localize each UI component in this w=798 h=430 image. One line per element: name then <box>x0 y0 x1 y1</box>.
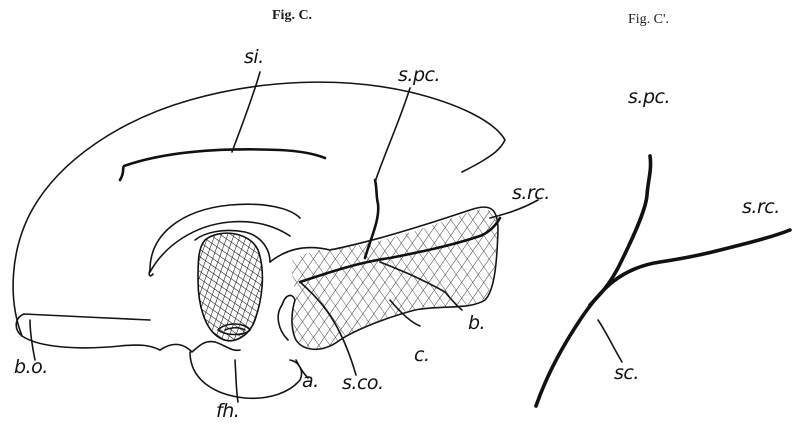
label-bo: b.o. <box>14 356 48 378</box>
superior-sulcus <box>120 149 325 180</box>
label-fh: fh. <box>216 400 239 422</box>
label-sc-prime: sc. <box>614 362 639 384</box>
label-src-prime: s.rc. <box>742 196 780 218</box>
label-c: c. <box>414 344 430 366</box>
ventral-lobe <box>190 352 302 398</box>
fig-c-prime-sc <box>536 230 790 406</box>
label-si: si. <box>244 46 264 68</box>
label-a: a. <box>302 370 319 392</box>
label-sco: s.co. <box>342 372 384 394</box>
fig-c-prime-spc <box>590 156 651 305</box>
label-spc-prime: s.pc. <box>628 86 670 108</box>
olfactory-bulb <box>16 314 150 336</box>
label-spc: s.pc. <box>398 64 440 86</box>
label-b: b. <box>468 312 485 334</box>
label-src: s.rc. <box>512 182 550 204</box>
